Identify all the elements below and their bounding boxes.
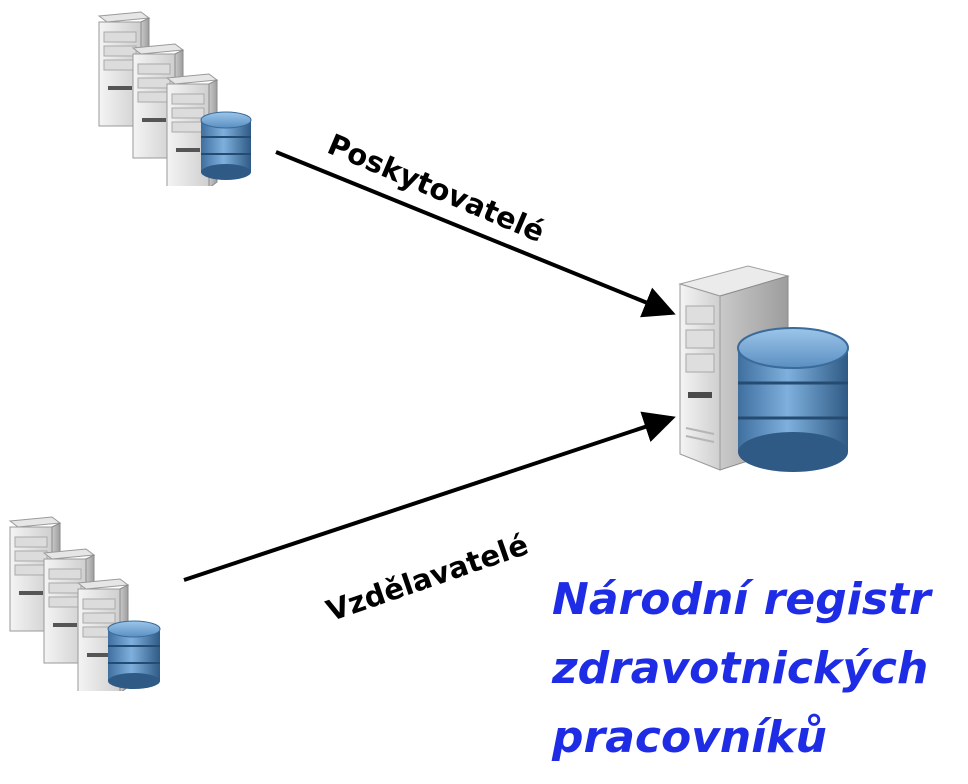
registry-title-line-2: zdravotnických [552,643,929,694]
providers-arrow [275,150,676,318]
central-registry-server [676,258,856,476]
database-server-icon [678,265,849,472]
registry-title-line-3: pracovníků [552,712,827,763]
educators-server-stack [4,513,174,691]
database-icon [200,111,252,180]
educators-arrow [183,411,676,582]
database-icon [107,620,161,689]
providers-server-stack [93,8,263,186]
registry-title-line-1: Národní registr [552,574,931,625]
database-icon [737,327,849,472]
server-stack-icon [97,11,252,186]
registry-title: Národní registr zdravotnických pracovník… [552,565,931,772]
server-stack-icon [8,516,161,691]
